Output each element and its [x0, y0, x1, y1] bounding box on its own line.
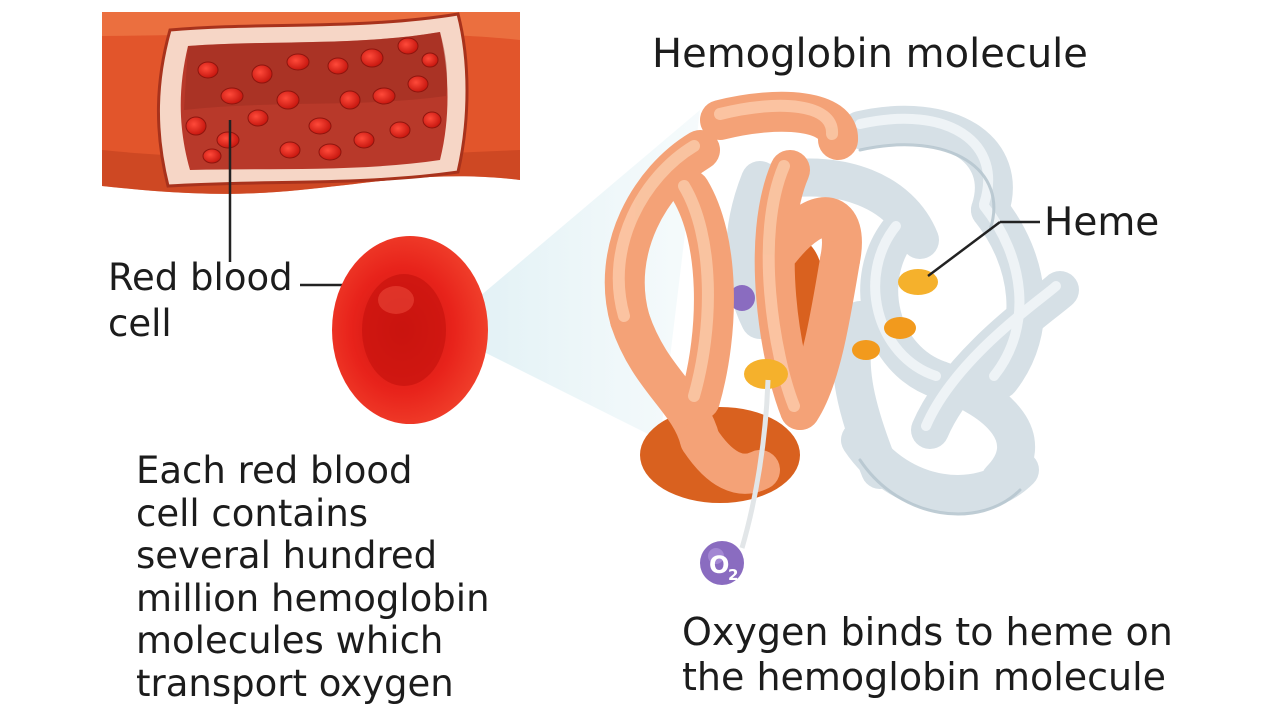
heme-leader-line: [928, 222, 1000, 276]
right-description: Oxygen binds to heme on the hemoglobin m…: [682, 610, 1173, 700]
blood-vessel: [102, 12, 520, 194]
red-blood-cell-label: Red blood cell: [108, 255, 293, 347]
oxygen-symbol: O: [709, 551, 729, 579]
left-description: Each red blood cell contains several hun…: [136, 450, 490, 705]
oxygen-subscript: 2: [728, 566, 738, 584]
hemoglobin-molecule: [619, 106, 1060, 514]
heme-group: [852, 340, 880, 360]
molecule-title: Hemoglobin molecule: [652, 30, 1088, 78]
heme-label: Heme: [1044, 200, 1159, 246]
heme-group: [884, 317, 916, 339]
red-blood-cell: [332, 236, 488, 424]
